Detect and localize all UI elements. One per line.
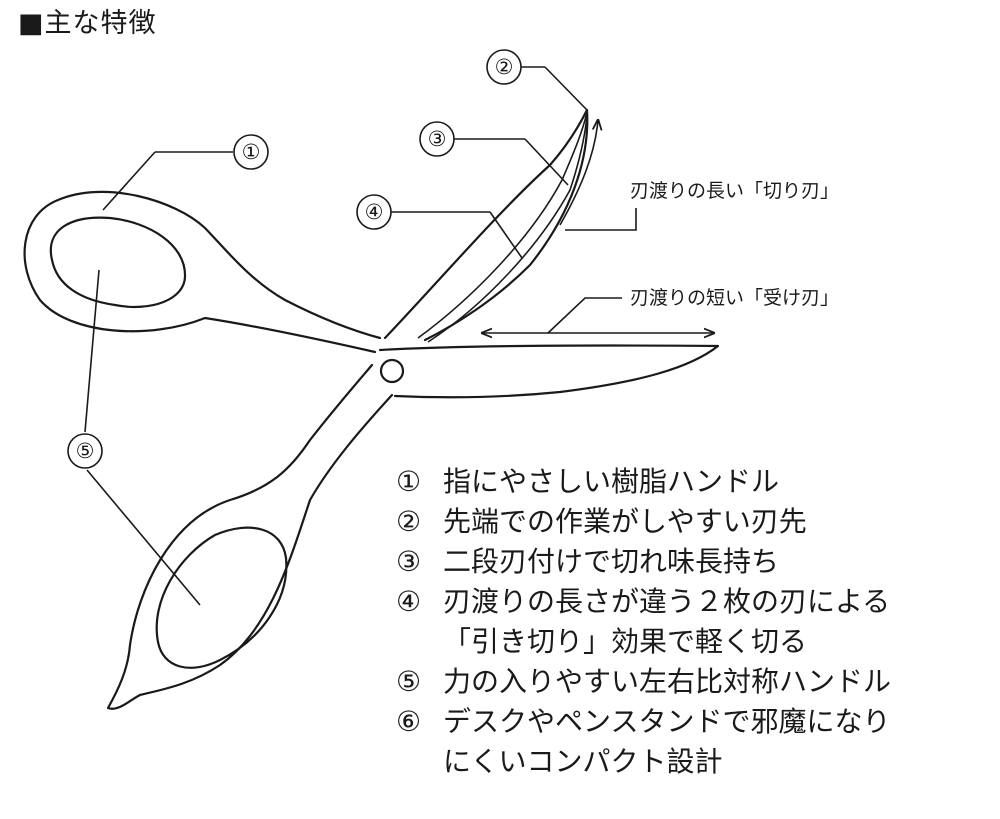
callout-3: ③ (419, 121, 569, 186)
feature-item-2: ② 先端での作業がしやすい刃先 (396, 502, 996, 542)
feature-item-5: ⑤ 力の入りやすい左右比対称ハンドル (396, 662, 996, 702)
feature-list: ① 指にやさしい樹脂ハンドル ② 先端での作業がしやすい刃先 ③ 二段刃付けで切… (396, 462, 996, 782)
feature-text: 指にやさしい樹脂ハンドル (443, 465, 780, 498)
callout-5: ⑤ (67, 269, 201, 606)
feature-item-3: ③ 二段刃付けで切れ味長持ち (396, 542, 996, 582)
feature-item-4: ④ 刃渡りの長さが違う２枚の刃による (396, 582, 996, 622)
feature-number: ④ (396, 585, 422, 618)
feature-number: ③ (396, 545, 422, 578)
svg-text:①: ① (242, 140, 261, 164)
lower-finger-hole (155, 526, 288, 669)
page-title: ■主な特徴 (18, 8, 157, 39)
feature-item-6: ⑥ デスクやペンスタンドで邪魔になり (396, 702, 996, 742)
svg-text:②: ② (495, 55, 514, 79)
feature-number: ② (396, 505, 422, 538)
long-blade-label: 刃渡りの長い「切り刃」 (630, 180, 839, 202)
long-blade-arrow (559, 120, 598, 226)
feature-number: ⑤ (396, 665, 422, 698)
feature-text: 力の入りやすい左右比対称ハンドル (443, 665, 892, 698)
feature-number: ⑥ (396, 705, 422, 738)
feature-number: ① (396, 465, 422, 498)
svg-text:③: ③ (428, 127, 447, 151)
callout-4: ④ (356, 194, 523, 259)
svg-text:④: ④ (365, 200, 384, 224)
feature-text-continued: にくいコンパクト設計 (443, 745, 723, 778)
blade-bevel-line (427, 115, 588, 343)
upper-handle (23, 190, 382, 354)
callout-2: ② (486, 49, 588, 111)
feature-item-1: ① 指にやさしい樹脂ハンドル (396, 462, 996, 502)
feature-text: デスクやペンスタンドで邪魔になり (443, 705, 891, 738)
feature-text: 二段刃付けで切れ味長持ち (443, 545, 780, 578)
lower-blade (378, 344, 720, 399)
callout-1: ① (102, 134, 269, 211)
feature-text: 先端での作業がしやすい刃先 (443, 505, 807, 538)
pivot-screw (379, 358, 405, 384)
upper-finger-hole (49, 216, 187, 309)
feature-text-continued: 「引き切り」効果で軽く切る (443, 625, 808, 658)
blade-edge-line (417, 111, 588, 339)
svg-text:⑤: ⑤ (76, 439, 95, 463)
lower-handle (106, 363, 394, 710)
feature-text: 刃渡りの長さが違う２枚の刃による (443, 585, 891, 618)
upper-blade (383, 108, 589, 342)
short-blade-label: 刃渡りの短い「受け刃」 (630, 287, 839, 309)
